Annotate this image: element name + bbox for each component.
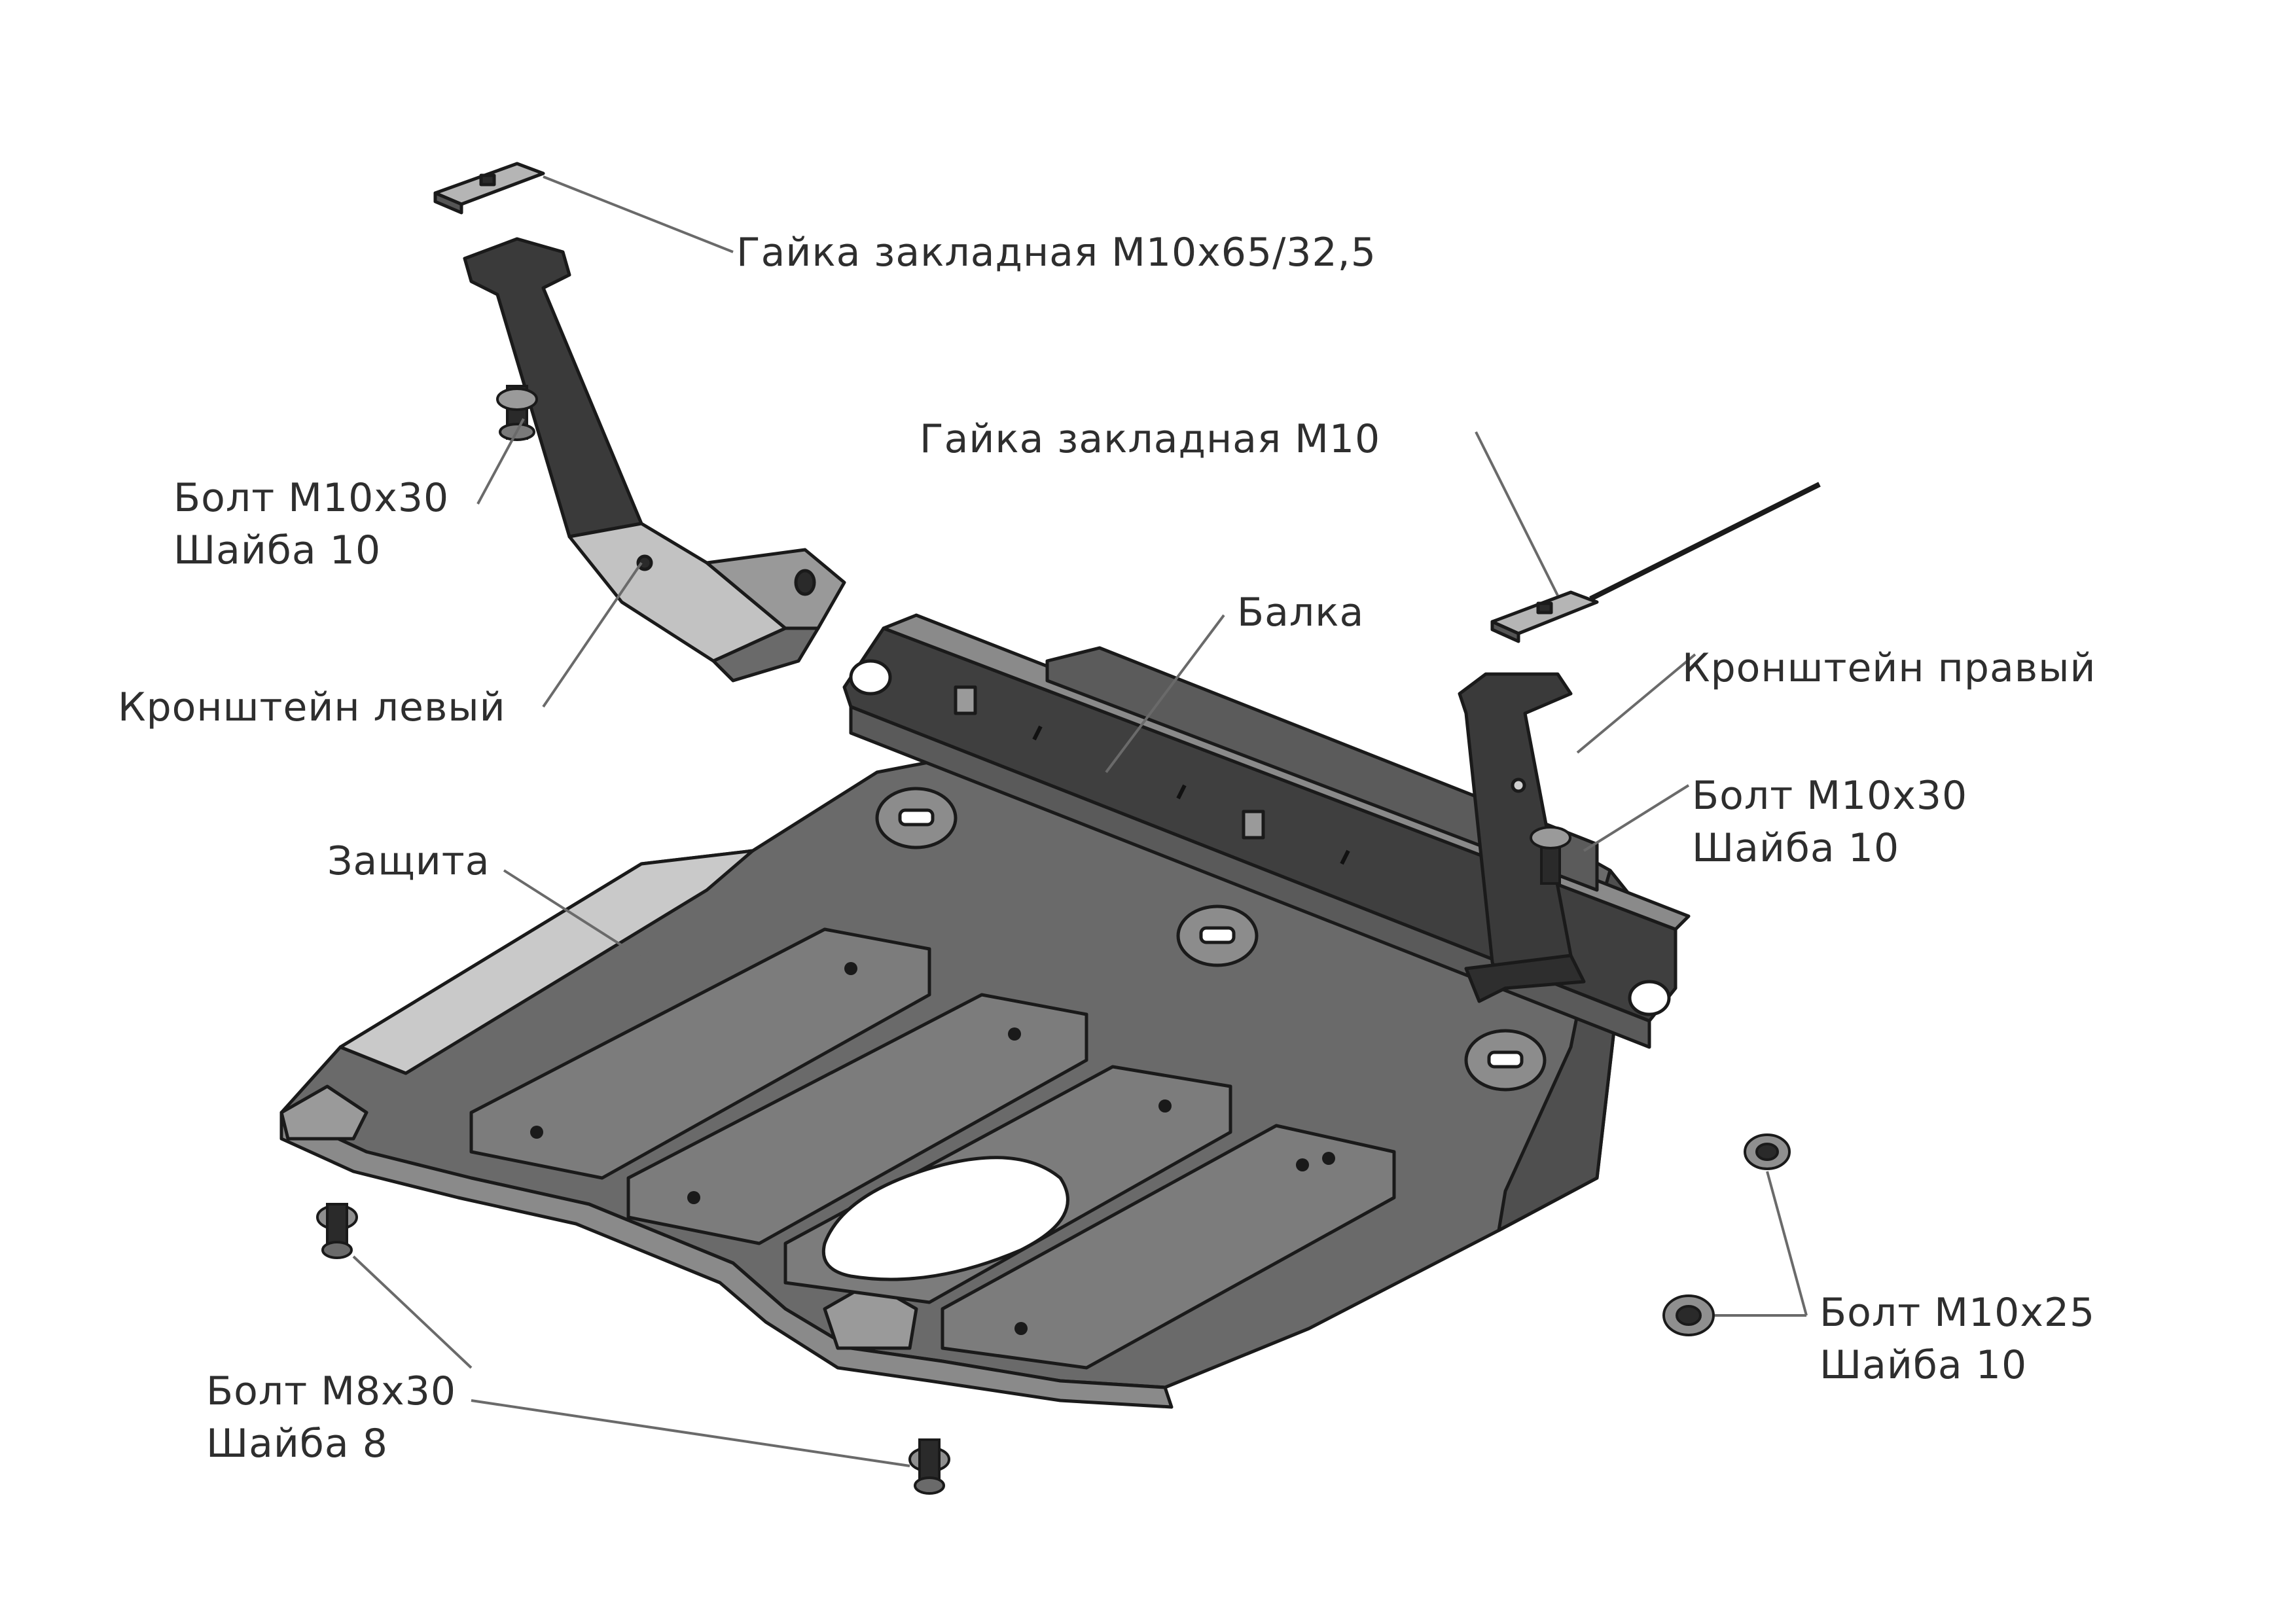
label-bracket-right: Кронштейн правый [1682,645,2096,691]
guard-holes [530,962,1335,1335]
nut-m10-icon [1490,590,1599,643]
bolt-m8x30-icon [316,1203,358,1259]
nut-m10-pull-wire [1589,482,1821,601]
label-nut-m10x65: Гайка закладная М10х65/32,5 [736,230,1376,276]
bolt-right-bracket-icon [1530,826,1571,885]
bolt-m10x25-icon [1744,1133,1791,1170]
label-washer-m10x25: Шайба 10 [1820,1342,2028,1388]
bracket-left [463,237,846,683]
label-bolt-m10x25: Болт М10х25 [1820,1290,2096,1336]
label-bracket-left: Кронштейн левый [118,685,506,730]
bolt-m8x30-icon [908,1438,950,1495]
label-beam: Балка [1237,590,1365,635]
label-guard: Защита [327,838,490,884]
bolt-m10x25-icon [1662,1294,1715,1336]
nut-m10x65-icon [433,162,545,215]
label-washer-left-bracket: Шайба 10 [173,527,382,573]
label-washer-m8: Шайба 8 [206,1421,388,1467]
label-nut-m10: Гайка закладная М10 [920,416,1381,462]
bracket-right [1458,672,1586,1003]
label-bolt-m8x30: Болт М8х30 [206,1368,457,1414]
label-bolt-right-bracket: Болт М10х30 [1692,773,1968,819]
label-washer-right-bracket: Шайба 10 [1692,825,1900,871]
leader-lines [352,175,1808,1467]
label-bolt-left-bracket: Болт М10х30 [173,475,450,521]
